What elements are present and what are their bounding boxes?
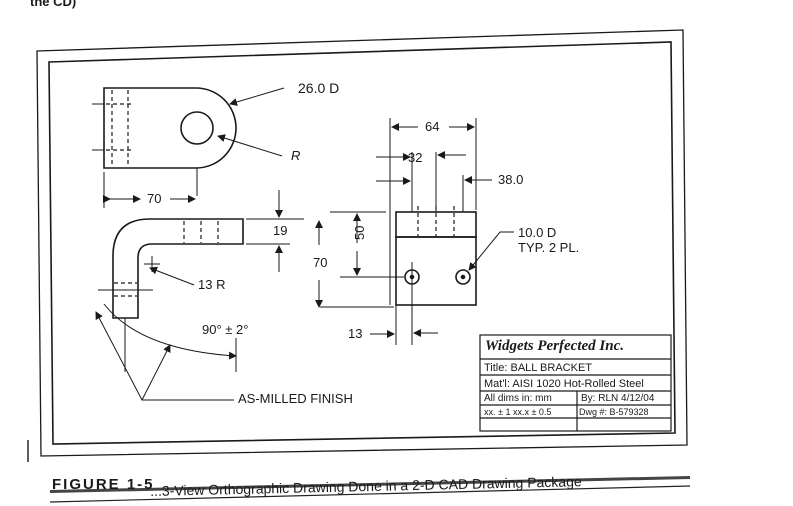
title-block-title: Title: BALL BRACKET [484, 362, 592, 374]
title-block-dwg: Dwg #: B-579328 [579, 407, 649, 417]
front-view [95, 190, 323, 401]
title-block-company: Widgets Perfected Inc. [485, 338, 624, 354]
dim-hole-diameter: 10.0 D [518, 225, 557, 240]
side-view [320, 118, 514, 345]
dim-bend-radius: 13 R [198, 277, 226, 292]
figure-rule [50, 476, 690, 493]
dim-angle: 90° ± 2° [202, 322, 249, 337]
title-block-by: By: RLN 4/12/04 [581, 393, 655, 404]
top-view [92, 87, 285, 208]
title-block-tolerance: xx. ± 1 xx.x ± 0.5 [484, 407, 552, 417]
dim-height-70: 70 [313, 255, 328, 270]
dim-hole-note: TYP. 2 PL. [518, 240, 580, 255]
title-block-grid [479, 334, 672, 432]
title-block: Widgets Perfected Inc. Title: BALL BRACK… [479, 334, 672, 432]
dim-top-radius: R [291, 148, 301, 163]
title-block-units: All dims in: mm [484, 393, 552, 404]
drawing-border [36, 29, 688, 457]
page-top-fragment: the CD) [30, 0, 77, 9]
dim-width-38: 38.0 [498, 172, 524, 187]
dim-height-50: 50 [352, 225, 367, 240]
dim-thickness-19: 19 [273, 223, 288, 238]
dim-top-hole-diameter: 26.0 D [298, 80, 340, 96]
dim-top-width: 70 [147, 191, 162, 206]
dim-thickness-13: 13 [348, 326, 363, 341]
dim-width-64: 64 [425, 119, 440, 134]
dim-width-32: 32 [408, 150, 423, 165]
finish-note: AS-MILLED FINISH [238, 391, 353, 406]
title-block-material: Mat'l: AISI 1020 Hot-Rolled Steel [484, 378, 644, 390]
figure-label: FIGURE 1-5 [52, 476, 155, 493]
